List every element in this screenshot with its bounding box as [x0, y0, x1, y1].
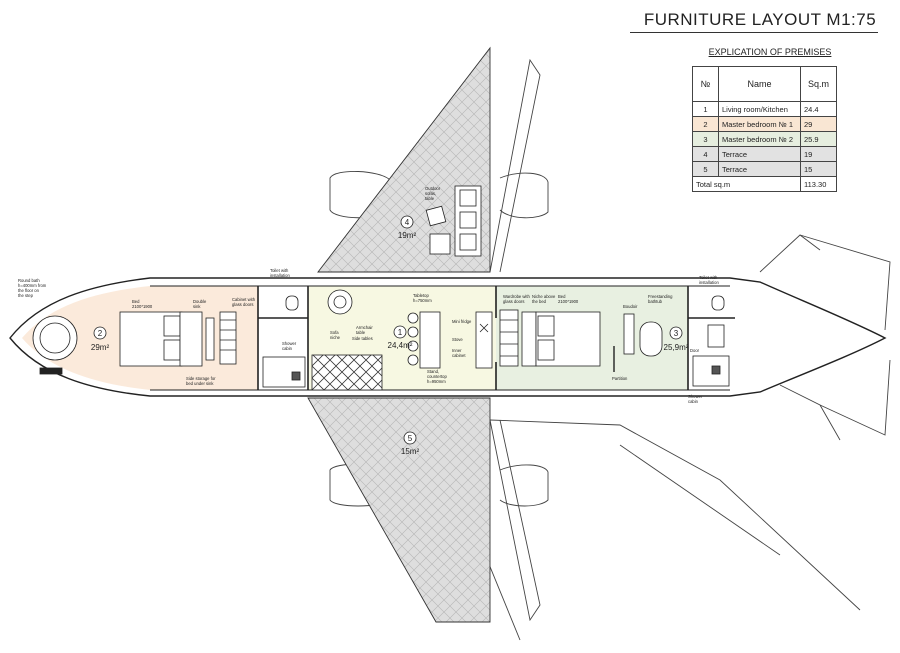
table-total-row: Total sq.m 113.30 [692, 176, 837, 192]
row-name: Master bedroom № 1 [718, 116, 801, 132]
row-number: 4 [692, 146, 719, 162]
glass-cabinet [219, 311, 237, 365]
partition-note: Partition [612, 376, 628, 381]
room-1-area-label: 24,4m² [388, 341, 413, 350]
room-tags: 2 29m² 1 24,4m² 3 25,9m² 4 19m² 5 15m² [91, 215, 689, 456]
bathroom-1 [262, 295, 306, 388]
row-number: 3 [692, 131, 719, 147]
col-name: Name [718, 66, 801, 102]
room-3-furniture [499, 309, 663, 372]
drawing-title: FURNITURE LAYOUT M1:75 [643, 10, 877, 29]
boudoir [623, 313, 635, 355]
room-3-number: 3 [674, 329, 679, 338]
toilet-1 [285, 295, 299, 311]
bathtub [639, 321, 663, 357]
mini-fridge-note: Mini fridge [452, 319, 472, 324]
toilet-2 [711, 295, 725, 311]
premises-table: № Name Sq.m 1 Living room/Kitchen 24.4 2… [692, 66, 837, 192]
room-2-furniture [32, 311, 237, 375]
room-1-furniture [311, 289, 493, 391]
room-5-number: 5 [408, 434, 413, 443]
room-2-number: 2 [98, 329, 103, 338]
room-1-number: 1 [398, 328, 403, 337]
row-number: 5 [692, 161, 719, 177]
door-note: Door [690, 348, 700, 353]
bathroom-2 [692, 295, 730, 387]
room-2-area-label: 29m² [91, 343, 110, 352]
room-5-area-label: 15m² [401, 447, 420, 456]
interior-walls [150, 285, 735, 391]
wardrobe [499, 309, 519, 367]
kitchen-counter [475, 311, 493, 369]
table-row: 5 Terrace 15 [692, 161, 837, 177]
room-4-area-label: 19m² [398, 231, 417, 240]
title-underline [630, 32, 878, 33]
row-name: Master bedroom № 2 [718, 131, 801, 147]
room-3-area-label: 25,9m² [664, 343, 689, 352]
terrace-5 [307, 397, 491, 623]
total-label: Total sq.m [692, 176, 801, 192]
table-row: 3 Master bedroom № 2 25.9 [692, 131, 837, 147]
sofa-rug [311, 354, 383, 391]
col-number: № [692, 66, 719, 102]
total-value: 113.30 [800, 176, 837, 192]
room-4-number: 4 [405, 218, 410, 227]
stove-note: Stove [452, 337, 463, 342]
terrace-4 [317, 46, 491, 273]
legend-title: EXPLICATION OF PREMISES [708, 47, 832, 57]
table-row: 1 Living room/Kitchen 24.4 [692, 101, 837, 117]
boudoir-note: Boudoir [623, 304, 638, 309]
outdoor-furniture [425, 185, 482, 257]
row-name: Terrace [718, 161, 801, 177]
side-tables-note: Side tables [352, 336, 373, 341]
table-row: 4 Terrace 19 [692, 146, 837, 162]
shower-2 [692, 355, 730, 387]
double-sink [205, 317, 215, 361]
kitchen-island [419, 311, 441, 369]
